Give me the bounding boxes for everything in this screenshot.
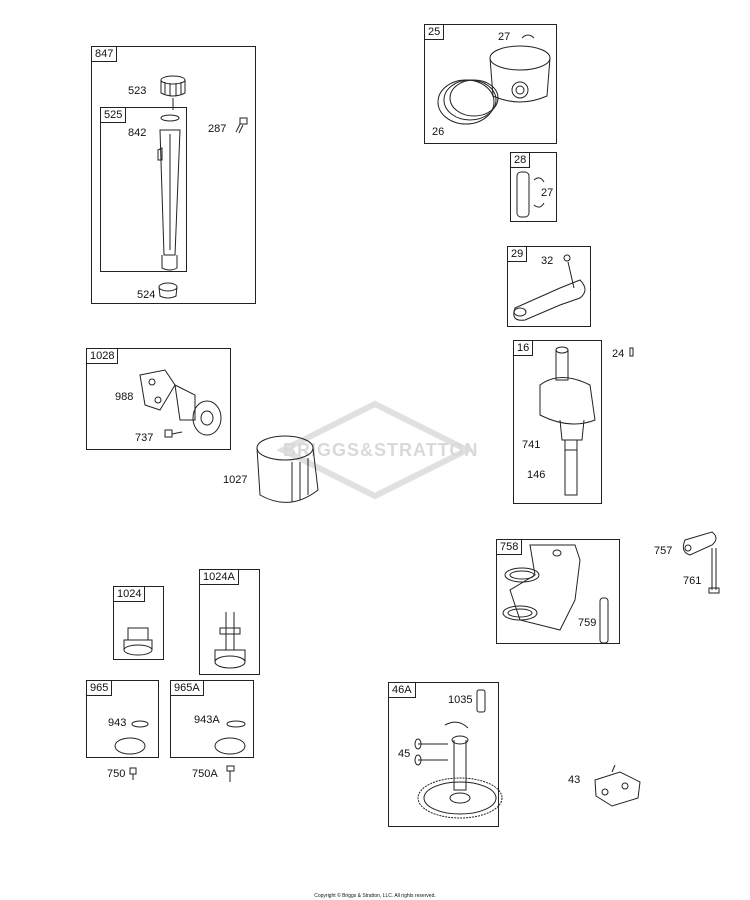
box-label-16: 16 xyxy=(514,341,534,356)
part-box-1024a[interactable]: 1024A xyxy=(199,569,260,675)
callout-523: 523 xyxy=(128,85,147,97)
part-box-1028[interactable]: 1028 xyxy=(86,348,231,450)
part-box-758[interactable]: 758 xyxy=(496,539,620,644)
part-box-847[interactable]: 847 xyxy=(91,46,256,304)
box-label-1024: 1024 xyxy=(114,587,146,602)
box-label-965a: 965A xyxy=(171,681,204,696)
copyright-notice: Copyright © Briggs & Stratton, LLC. All … xyxy=(314,893,436,899)
callout-1027: 1027 xyxy=(223,474,248,486)
part-box-16[interactable]: 16 xyxy=(513,340,602,504)
box-label-847: 847 xyxy=(92,47,118,62)
callout-750: 750 xyxy=(107,768,126,780)
screw-750a[interactable] xyxy=(226,765,235,782)
part-box-965[interactable]: 965 xyxy=(86,680,159,758)
box-label-965: 965 xyxy=(87,681,113,696)
part-box-29[interactable]: 29 xyxy=(507,246,591,327)
oil-filter-1027[interactable] xyxy=(256,435,319,503)
callout-45: 45 xyxy=(398,748,411,760)
plate-965[interactable] xyxy=(114,737,146,755)
callout-757: 757 xyxy=(654,545,673,557)
grommet-524[interactable] xyxy=(158,282,178,299)
callout-750a: 750A xyxy=(192,768,218,780)
crankshaft-16[interactable] xyxy=(539,346,596,496)
callout-737: 737 xyxy=(135,432,154,444)
callout-43: 43 xyxy=(568,774,581,786)
gasket-943[interactable] xyxy=(131,720,149,728)
box-label-758: 758 xyxy=(497,540,523,555)
governor-1024a[interactable] xyxy=(214,612,246,669)
watermark-text: BRIGGS&STRATTON xyxy=(283,440,479,460)
oil-filter-adapter-1028[interactable] xyxy=(139,369,222,436)
bolt-761[interactable] xyxy=(708,548,720,594)
callout-287: 287 xyxy=(208,123,227,135)
part-box-525[interactable]: 525 xyxy=(100,107,187,272)
part-box-46a[interactable]: 46A xyxy=(388,682,499,827)
callout-842: 842 xyxy=(128,127,147,139)
callout-1035: 1035 xyxy=(448,694,473,706)
governor-bracket-43[interactable] xyxy=(594,764,641,807)
piston-25[interactable] xyxy=(489,45,551,103)
pin-759[interactable] xyxy=(599,597,609,644)
box-label-29: 29 xyxy=(508,247,528,262)
dipstick-cap-523[interactable] xyxy=(160,75,186,110)
callout-32: 32 xyxy=(541,255,554,267)
screw-287[interactable] xyxy=(235,117,248,134)
plate-965a[interactable] xyxy=(214,737,246,755)
piston-rings-26[interactable] xyxy=(437,79,499,125)
bolt-45[interactable] xyxy=(414,738,448,766)
camshaft-gear-46a[interactable] xyxy=(417,721,503,819)
callout-761: 761 xyxy=(683,575,702,587)
retainer-clip-27[interactable] xyxy=(521,34,535,39)
screw-737[interactable] xyxy=(164,429,183,438)
box-label-525: 525 xyxy=(101,108,127,123)
callout-524: 524 xyxy=(137,289,156,301)
key-24[interactable] xyxy=(629,347,634,357)
part-box-25[interactable]: 25 xyxy=(424,24,557,144)
o-ring-842[interactable] xyxy=(160,114,180,122)
part-box-965a[interactable]: 965A xyxy=(170,680,254,758)
callout-759: 759 xyxy=(578,617,597,629)
dipstick-tube[interactable] xyxy=(157,129,181,271)
callout-943: 943 xyxy=(108,717,127,729)
box-label-1024a: 1024A xyxy=(200,570,239,585)
callout-988: 988 xyxy=(115,391,134,403)
pin-1035[interactable] xyxy=(476,689,486,713)
box-label-1028: 1028 xyxy=(87,349,119,364)
link-757[interactable] xyxy=(682,531,717,556)
gasket-943a[interactable] xyxy=(226,720,246,728)
callout-943a: 943A xyxy=(194,714,220,726)
box-label-25: 25 xyxy=(425,25,445,40)
part-box-1024[interactable]: 1024 xyxy=(113,586,164,660)
part-box-28[interactable]: 28 xyxy=(510,152,557,222)
balancer-758[interactable] xyxy=(502,544,581,631)
piston-pin-28[interactable] xyxy=(516,171,545,218)
callout-27b: 27 xyxy=(541,187,554,199)
callout-146: 146 xyxy=(527,469,546,481)
callout-26: 26 xyxy=(432,126,445,138)
callout-24: 24 xyxy=(612,348,625,360)
callout-27a: 27 xyxy=(498,31,511,43)
callout-741: 741 xyxy=(522,439,541,451)
governor-1024[interactable] xyxy=(123,627,153,656)
connecting-rod-29[interactable] xyxy=(513,254,586,321)
box-label-28: 28 xyxy=(511,153,531,168)
box-label-46a: 46A xyxy=(389,683,416,698)
screw-750[interactable] xyxy=(129,767,137,780)
